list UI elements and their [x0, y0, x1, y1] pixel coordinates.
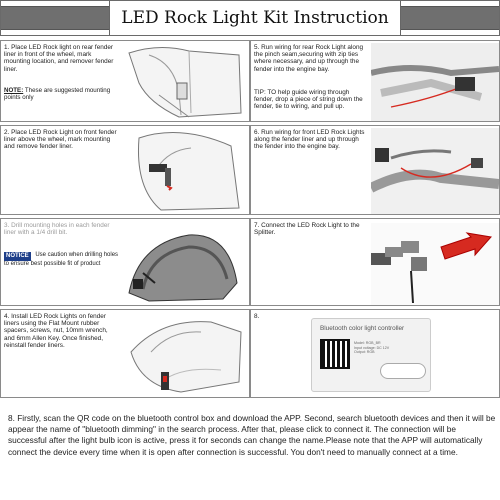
- step-2-panel: 2. Place LED Rock Light on front fender …: [0, 125, 250, 215]
- step-6-panel: 6. Run wiring for front LED Rock Lights …: [250, 125, 500, 215]
- step-8-label: 8.: [254, 313, 260, 320]
- step-5-text: 5. Run wiring for rear Rock Light along …: [254, 44, 364, 73]
- rear-fender-illustration: [128, 47, 242, 118]
- step-1-note-label: NOTE:: [4, 87, 24, 94]
- step-3-text: 3. Drill mounting holes in each fender l…: [4, 222, 110, 237]
- step-3-panel: 3. Drill mounting holes in each fender l…: [0, 218, 250, 306]
- step-2-text: 2. Place LED Rock Light on front fender …: [4, 129, 117, 151]
- step-1-note-text: These are suggested mounting points only: [4, 87, 111, 101]
- title-banner: LED Rock Light Kit Instruction: [0, 0, 500, 36]
- drill-fender-illustration: [128, 234, 238, 302]
- engine-bay-wiring-illustration: [371, 43, 499, 121]
- controller-info-voltage: Input voltage: DC 12V: [354, 345, 390, 350]
- splitter-illustration: [371, 223, 499, 305]
- controller-info: Model: RGB_BR Input voltage: DC 12V Outp…: [354, 341, 389, 355]
- step-7-text: 7. Connect the LED Rock Light to the Spl…: [254, 222, 360, 237]
- controller-title: Bluetooth color light controller: [320, 325, 405, 332]
- controller-info-output: Output: RGB: [354, 350, 375, 355]
- bluetooth-controller-image: Bluetooth color light controller Model: …: [311, 318, 431, 392]
- step-1-note: NOTE: These are suggested mounting point…: [4, 87, 119, 101]
- step-1-panel: 1. Place LED Rock light on rear fender l…: [0, 40, 250, 122]
- bluetooth-instructions: 8. Firstly, scan the QR code on the blue…: [8, 413, 496, 457]
- step-8-panel: 8. Bluetooth color light controller Mode…: [250, 309, 500, 398]
- step-1-text: 1. Place LED Rock light on rear fender l…: [4, 44, 114, 73]
- step-5-panel: 5. Run wiring for rear Rock Light along …: [250, 40, 500, 122]
- step-5-tip: TIP: TO help guide wiring through fender…: [254, 89, 363, 111]
- front-fender-illustration: [138, 132, 240, 211]
- page-title: LED Rock Light Kit Instruction: [109, 1, 401, 35]
- notice-tag: NOTICE: [4, 252, 31, 261]
- front-wiring-illustration: [371, 128, 499, 214]
- controller-button: [380, 363, 426, 379]
- step-4-text: 4. Install LED Rock Lights on fender lin…: [4, 313, 108, 349]
- controller-info-model: Model: RGB_BR: [354, 341, 381, 345]
- notice-text: Use caution when drilling holes to ensur…: [4, 252, 119, 267]
- step-7-panel: 7. Connect the LED Rock Light to the Spl…: [250, 218, 500, 306]
- step-6-text: 6. Run wiring for front LED Rock Lights …: [254, 129, 365, 151]
- installed-lights-illustration: [130, 321, 242, 393]
- qr-code: [320, 339, 350, 369]
- step-4-panel: 4. Install LED Rock Lights on fender lin…: [0, 309, 250, 398]
- step-3-notice: NOTICE Use caution when drilling holes t…: [4, 252, 124, 268]
